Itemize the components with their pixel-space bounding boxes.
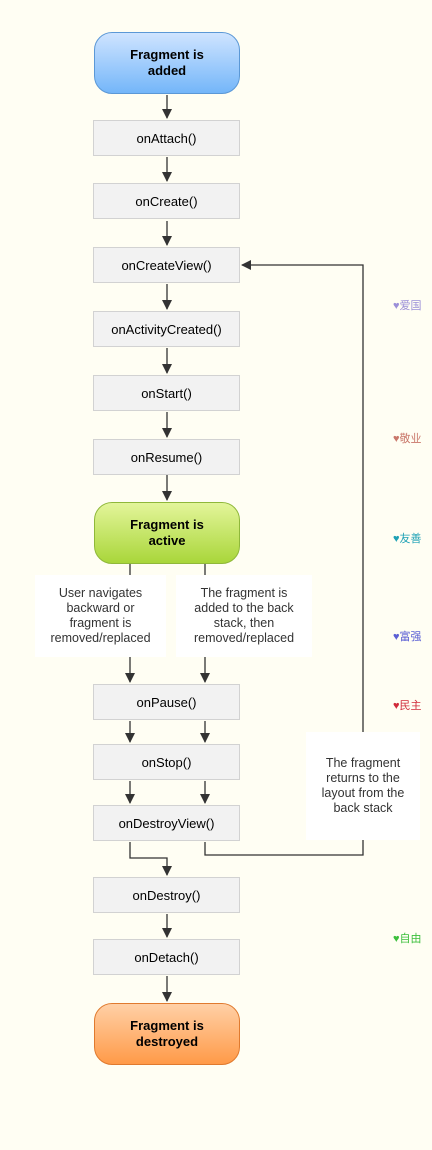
callback-on-destroy: onDestroy() (93, 877, 240, 913)
side-mark: ♥自由 (393, 933, 422, 945)
callback-on-destroy-view: onDestroyView() (93, 805, 240, 841)
state-active-label: Fragment is active (130, 517, 204, 548)
state-added-label: Fragment is added (130, 47, 204, 78)
side-mark: ♥友善 (393, 533, 422, 545)
callback-on-start: onStart() (93, 375, 240, 411)
callback-on-activity-created: onActivityCreated() (93, 311, 240, 347)
note-right-branch: The fragment is added to the back stack,… (176, 575, 312, 657)
callback-on-pause: onPause() (93, 684, 240, 720)
note-return-to-layout: The fragment returns to the layout from … (306, 732, 420, 840)
state-fragment-added: Fragment is added (94, 32, 240, 94)
callback-on-detach: onDetach() (93, 939, 240, 975)
callback-on-resume: onResume() (93, 439, 240, 475)
side-mark: ♥爱国 (393, 300, 422, 312)
note-right-branch-text: The fragment is added to the back stack,… (193, 586, 295, 645)
callback-on-stop: onStop() (93, 744, 240, 780)
side-mark: ♥民主 (393, 700, 422, 712)
note-left-branch: User navigates backward or fragment is r… (35, 575, 166, 657)
note-return-text: The fragment returns to the layout from … (321, 756, 405, 815)
arrow-return-to-createview (204, 260, 364, 856)
note-left-branch-text: User navigates backward or fragment is r… (50, 586, 151, 645)
state-fragment-destroyed: Fragment is destroyed (94, 1003, 240, 1065)
state-fragment-active: Fragment is active (94, 502, 240, 564)
arrow-destroyview-to-destroy (129, 842, 172, 876)
side-mark: ♥富强 (393, 631, 422, 643)
callback-on-create: onCreate() (93, 183, 240, 219)
side-mark: ♥敬业 (393, 433, 422, 445)
state-destroyed-label: Fragment is destroyed (130, 1018, 204, 1049)
callback-on-create-view: onCreateView() (93, 247, 240, 283)
callback-on-attach: onAttach() (93, 120, 240, 156)
